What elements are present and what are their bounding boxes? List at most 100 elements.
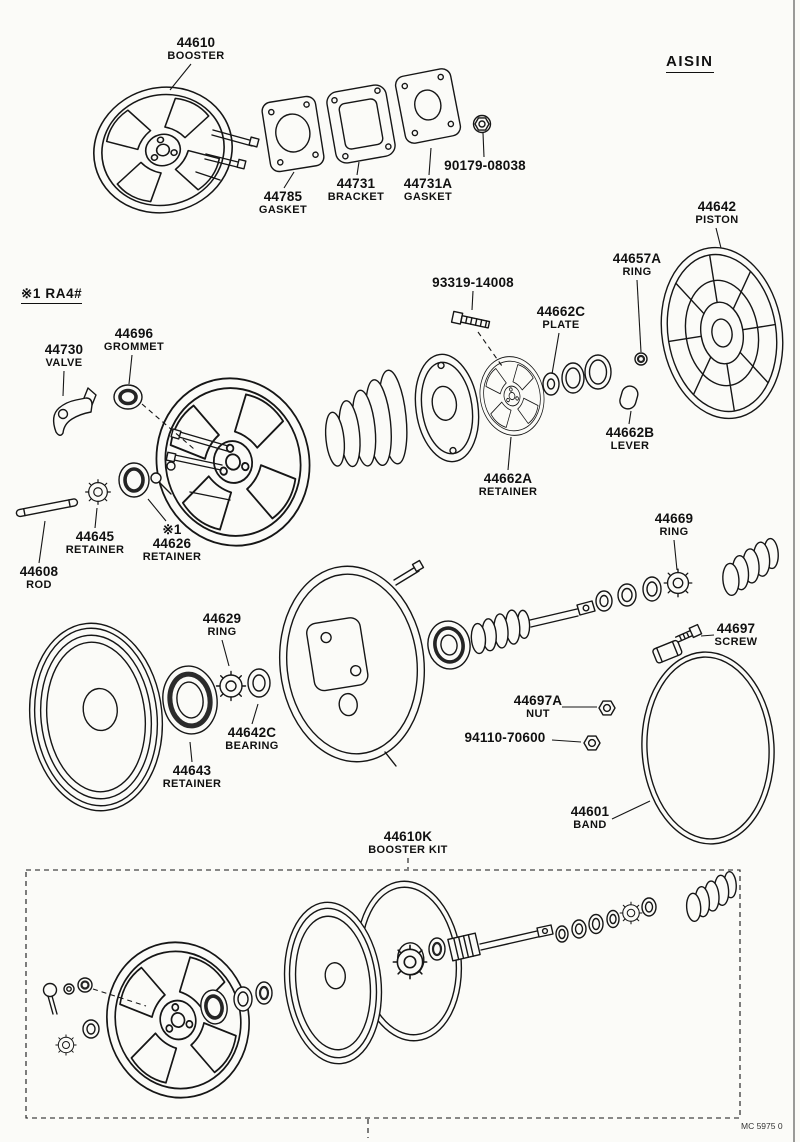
part-name: BAND — [573, 819, 607, 831]
support-plate-art — [414, 353, 480, 463]
label-44643-retainer: 44643 RETAINER — [163, 764, 222, 791]
part-number: 44730 — [44, 342, 84, 357]
label-44662b-lever: 44662B LEVER — [606, 426, 655, 453]
part-name: GROMMET — [103, 341, 165, 353]
kit-rod-art — [479, 924, 554, 951]
part-name: RING — [207, 626, 237, 638]
gasket-44731a-art — [394, 68, 462, 144]
label-44601-band: 44601 BAND — [571, 805, 610, 832]
boot-bellows-art — [324, 369, 408, 468]
label-90179-08038: 90179-08038 — [444, 159, 526, 173]
label-44730-valve: 44730 VALVE — [45, 343, 84, 370]
part-name: RING — [622, 266, 652, 278]
part-name: SCREW — [714, 636, 758, 648]
nut-44697a-art — [598, 700, 616, 716]
part-number: 44662C — [536, 304, 586, 319]
kit-cylinder-art — [447, 932, 481, 962]
valve-44730-art — [52, 387, 97, 436]
part-name: PISTON — [695, 214, 739, 226]
screw-93319-art — [450, 310, 491, 329]
diaphragm-plate-art — [28, 622, 164, 812]
bearing-44642c-art — [247, 668, 271, 698]
ring-44629-art — [215, 670, 247, 702]
part-number: 44610 — [176, 35, 216, 50]
seal-art — [427, 620, 471, 670]
kit-small-parts-art — [42, 977, 100, 1056]
label-44642c-bearing: 44642C BEARING — [225, 726, 279, 753]
retainer-44645-art — [85, 479, 111, 505]
part-number: 44662A — [483, 471, 533, 486]
valve-body-44662a-art — [474, 351, 550, 440]
label-44696-grommet: 44696 GROMMET — [104, 327, 164, 354]
washer-set-44669-art — [595, 568, 693, 612]
kit-front-shell-art — [283, 901, 383, 1065]
part-number: 44643 — [172, 763, 212, 778]
operating-rod-art — [470, 600, 596, 655]
label-44662a-retainer: 44662A RETAINER — [479, 472, 538, 499]
part-prefix: ※1 — [162, 522, 182, 537]
part-name: BRACKET — [327, 191, 385, 203]
booster-44610-art — [80, 73, 260, 228]
label-44785-gasket: 44785 GASKET — [259, 190, 307, 217]
part-number: 44642 — [697, 199, 737, 214]
part-name: ROD — [26, 579, 52, 591]
kit-rear-shell-art — [355, 880, 463, 1042]
part-name: BOOSTER KIT — [368, 844, 448, 856]
band-clamp-art — [652, 639, 683, 664]
label-44657a-ring: 44657A RING — [613, 252, 662, 279]
gasket-44785-art — [261, 95, 325, 173]
part-number: 44610K — [383, 829, 433, 844]
kit-dashed-box — [25, 869, 741, 1119]
part-name: GASKET — [258, 204, 308, 216]
nut-90179-art — [472, 114, 492, 134]
label-44662c-plate: 44662C PLATE — [537, 305, 586, 332]
part-name: BEARING — [225, 740, 279, 752]
part-number: 44669 — [654, 511, 694, 526]
nut-94110-art — [583, 735, 601, 751]
kit-washers-art — [555, 897, 657, 943]
note-ra4: ※1 RA4# — [21, 286, 83, 304]
ring-44657a-art — [634, 352, 648, 366]
return-spring-art — [722, 537, 779, 597]
label-44731-bracket: 44731 BRACKET — [328, 177, 385, 204]
part-number: 44642C — [227, 725, 277, 740]
screw-44697-art — [675, 623, 703, 643]
part-number: 94110-70600 — [464, 730, 546, 745]
part-name: BOOSTER — [167, 50, 225, 62]
part-name: RETAINER — [162, 778, 222, 790]
part-name: RETAINER — [65, 544, 125, 556]
part-number: 93319-14008 — [432, 275, 514, 290]
page-code: MC 5975 0 — [741, 1121, 783, 1131]
part-number: 44697 — [716, 621, 756, 636]
label-93319-14008: 93319-14008 — [432, 276, 514, 290]
part-name: LEVER — [610, 440, 650, 452]
retainer-44643-art — [162, 665, 218, 735]
booster-shell-art — [141, 364, 325, 560]
rear-shell-art — [278, 559, 426, 767]
part-number: 44608 — [19, 564, 59, 579]
part-name: VALVE — [45, 357, 83, 369]
hub-bolts-art — [150, 461, 176, 495]
kit-booster-shell-art — [93, 929, 264, 1111]
part-name: NUT — [526, 708, 550, 720]
label-44697a-nut: 44697A NUT — [514, 694, 563, 721]
part-name: GASKET — [403, 191, 453, 203]
label-44645-retainer: 44645 RETAINER — [66, 530, 125, 557]
kit-spring-art — [685, 871, 737, 922]
rod-44608-art — [15, 498, 79, 518]
label-44626-retainer: ※1 44626 RETAINER — [143, 523, 202, 564]
label-44629-ring: 44629 RING — [203, 612, 242, 639]
part-number: 44657A — [612, 251, 662, 266]
part-number: 90179-08038 — [444, 158, 526, 173]
part-number: 44696 — [114, 326, 154, 341]
part-number: 44697A — [513, 693, 563, 708]
part-number: 44629 — [202, 611, 242, 626]
retainer-44626-art — [118, 462, 150, 498]
label-44608-rod: 44608 ROD — [20, 565, 59, 592]
part-number: 44662B — [605, 425, 655, 440]
label-44610k-booster-kit: 44610K BOOSTER KIT — [368, 830, 448, 857]
kit-seals-art — [200, 981, 273, 1025]
part-number: 44731 — [336, 176, 376, 191]
leader-lines — [38, 63, 722, 1138]
